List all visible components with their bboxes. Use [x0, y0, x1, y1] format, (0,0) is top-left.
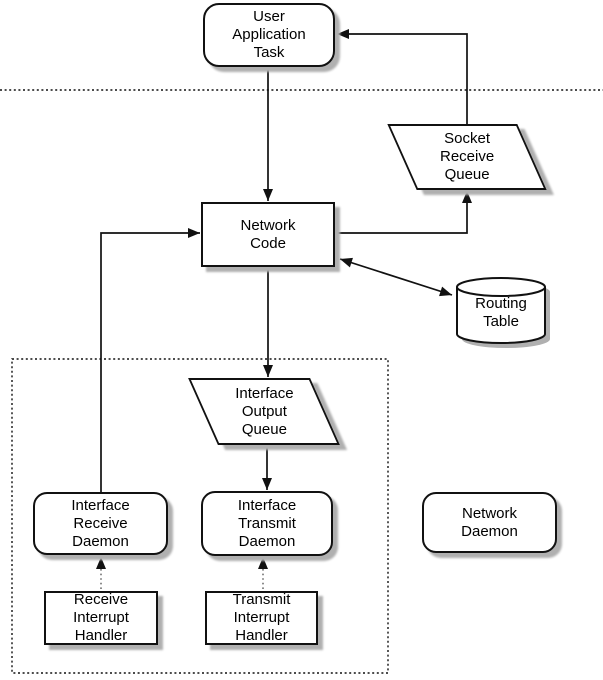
routing-table-label: Routing Table: [475, 295, 527, 330]
routing-table-lid: [456, 286, 546, 297]
socket-receive-queue-label: Socket Receive Queue: [439, 130, 495, 183]
node-network-code: Network Code: [201, 202, 335, 267]
node-receive-interrupt-handler: Receive Interrupt Handler: [44, 591, 158, 645]
node-user-application-task: User Application Task: [203, 3, 335, 67]
node-transmit-interrupt-handler: Transmit Interrupt Handler: [205, 591, 318, 645]
edge-socketqueue-to-userapp: [337, 29, 468, 124]
edge-networkcode-to-socketqueue: [335, 191, 472, 234]
interface-output-queue-label: Interface Output Queue: [234, 384, 294, 438]
node-network-daemon: Network Daemon: [422, 492, 557, 553]
node-interface-receive-daemon: Interface Receive Daemon: [33, 492, 168, 555]
node-interface-transmit-daemon: Interface Transmit Daemon: [201, 491, 333, 556]
edge-networkcode-routingtable: [339, 257, 453, 297]
routing-table-shape: [456, 277, 550, 348]
edge-receivedaemon-to-networkcode: [100, 228, 200, 492]
